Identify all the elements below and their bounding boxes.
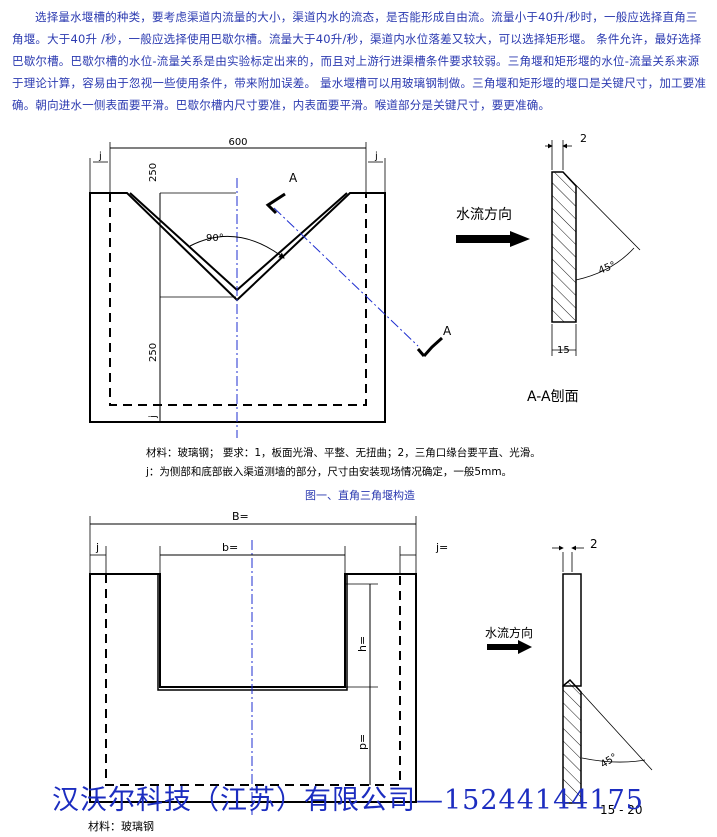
side-angle: 45°: [597, 260, 618, 277]
rect-weir-outline: [89, 573, 417, 803]
section-title: A-A刨面: [527, 389, 579, 405]
section-mark-bottom: A: [443, 324, 452, 338]
embed-boundary-dashed: [109, 193, 367, 406]
side-base: 15: [557, 345, 570, 356]
dim-j-right-2: j=: [435, 541, 448, 554]
dim-j-left-2: j: [95, 541, 99, 554]
dim-j-left: j: [98, 151, 102, 162]
fig1-note-1: 材料：玻璃钢； 要求：1，板面光滑、平整、无扭曲；2，三角口缘台要平直、光滑。: [146, 446, 541, 459]
dim-width: 600: [228, 137, 247, 148]
section-line-aa: [273, 207, 419, 347]
fig2-material: 材料：玻璃钢: [88, 819, 154, 833]
notch-edge: [129, 192, 348, 292]
dim-j-right: j: [374, 151, 378, 162]
rectangular-weir-front-view: [89, 516, 417, 815]
dim-B: B=: [232, 510, 249, 523]
intro-paragraph: 选择量水堰槽的种类，要考虑渠道内流量的大小，渠道内水的流态，是否能形成自由流。流…: [12, 10, 707, 112]
rect-embed-dashed: [105, 574, 401, 786]
fig1-dimension-text: 600 j j 250 250 j 90° A A: [98, 137, 452, 419]
dim-p: p=: [356, 734, 369, 750]
rect-side-section: [552, 545, 653, 804]
dim-bottom: 250: [148, 343, 159, 362]
angle-label: 90°: [206, 233, 224, 244]
flow-direction-fig2: 水流方向: [485, 625, 533, 654]
flow-label: 水流方向: [456, 207, 512, 223]
rect-side-text: 2 45° 15 - 20: [590, 537, 643, 817]
side-base-2: 15 - 20: [600, 803, 643, 817]
flow-label-2: 水流方向: [485, 625, 533, 640]
fig1-caption: 图一、直角三角堰构造: [305, 488, 415, 502]
triangular-weir-front-view: [89, 142, 444, 438]
rect-side-hatched: [562, 678, 582, 804]
flow-arrow-icon: [456, 231, 530, 247]
flow-direction-fig1: 水流方向: [456, 207, 530, 247]
side-angle-2: 45°: [599, 752, 620, 771]
dim-j-bottom: j: [148, 415, 159, 419]
aa-section-view: [545, 140, 641, 356]
dim-b: b=: [222, 541, 238, 554]
fig1-note-2: j：为侧部和底部嵌入渠道测墙的部分，尺寸由安装现场情况确定，一般5mm。: [145, 465, 512, 478]
weir-plate-outline: [89, 192, 386, 423]
dim-top: 250: [148, 163, 159, 182]
dim-h: h=: [356, 636, 369, 652]
section-hatched-body: [551, 171, 577, 323]
side-thickness: 2: [580, 132, 587, 145]
side-thickness-2: 2: [590, 537, 598, 551]
fig2-dimension-text: B= b= j j= h= p=: [95, 510, 448, 750]
company-footer: 汉沃尔科技（江苏）有限公司—15244144175: [52, 785, 644, 816]
flow-arrow-icon-2: [487, 640, 532, 654]
section-mark-top: A: [289, 171, 298, 185]
section-arrow-top: [265, 192, 286, 215]
section-arrow-bottom: [422, 336, 444, 357]
angle-arc: [189, 235, 285, 259]
